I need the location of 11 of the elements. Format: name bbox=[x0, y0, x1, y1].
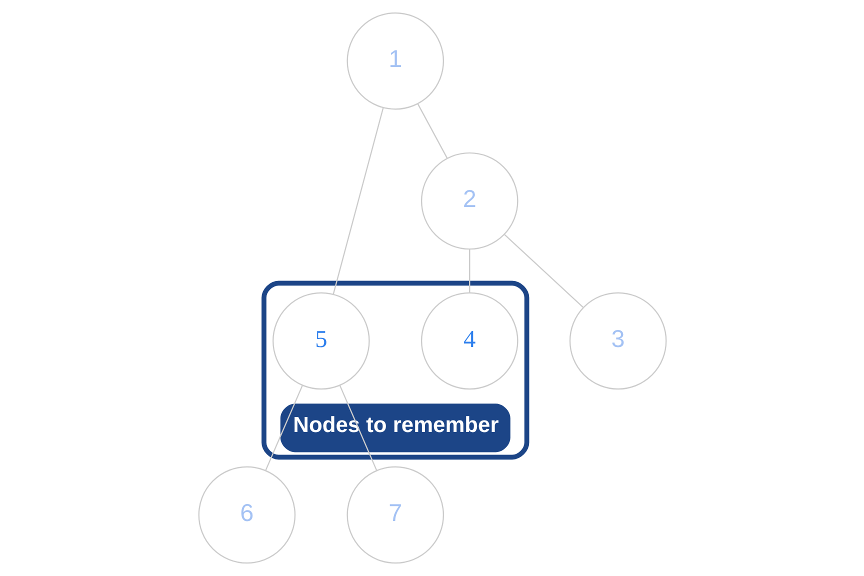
node-circle: 5 bbox=[272, 292, 370, 390]
connector bbox=[504, 234, 583, 308]
node-circle: 1 bbox=[346, 12, 444, 110]
node-circle: 7 bbox=[346, 466, 444, 564]
node-circle: 6 bbox=[198, 466, 296, 564]
node-circle: 3 bbox=[568, 292, 666, 390]
connector bbox=[332, 108, 384, 294]
node-circle: 2 bbox=[420, 152, 518, 250]
connector bbox=[468, 249, 470, 293]
node-circle: 4 bbox=[420, 292, 518, 390]
connector bbox=[416, 104, 448, 159]
